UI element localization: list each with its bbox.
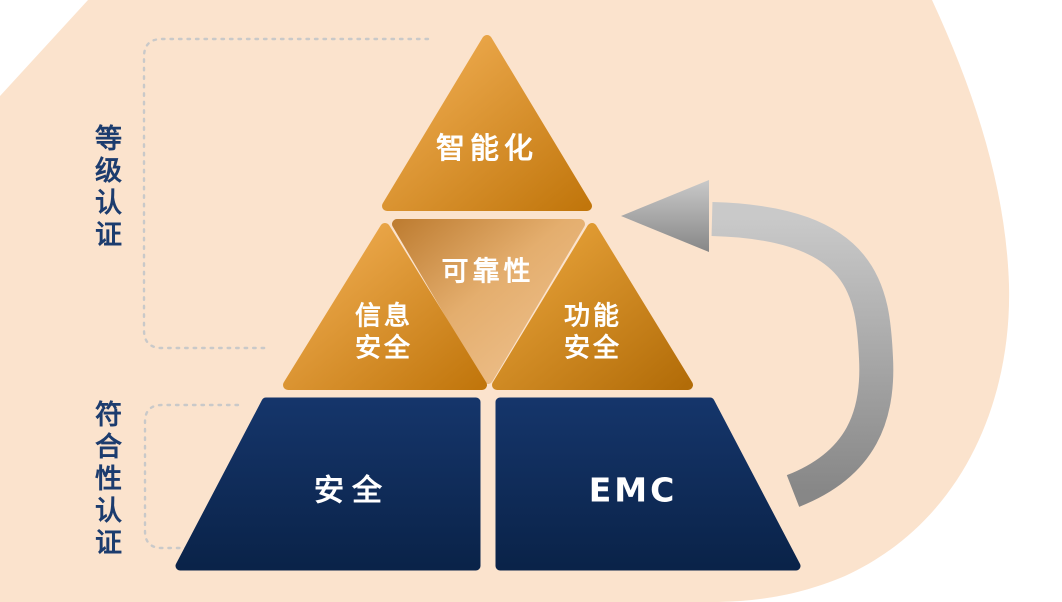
triangle-intelligence	[382, 35, 592, 211]
label-information-security-line1: 信息	[355, 301, 413, 332]
level-certification-bracket	[142, 37, 430, 350]
curved-arrow-icon	[621, 180, 894, 507]
triangle-reliability	[392, 219, 585, 384]
compliance-certification-bracket	[143, 403, 240, 550]
pyramid-labels: 智能化 可靠性 信息 安全 功能 安全 安全 EMC	[314, 131, 678, 510]
triangle-functional-safety	[492, 223, 693, 390]
pyramid-shapes	[175, 35, 801, 571]
label-functional-safety-line1: 功能	[564, 301, 622, 332]
label-information-security-line2: 安全	[355, 333, 413, 364]
label-level-certification: 等级认证	[90, 124, 121, 252]
triangle-information-security	[283, 223, 487, 390]
label-emc: EMC	[589, 471, 678, 510]
label-safety: 安全	[314, 474, 390, 509]
trapezoid-safety	[175, 397, 481, 571]
label-compliance-certification: 符合性认证	[90, 400, 121, 560]
label-functional-safety-line2: 安全	[564, 333, 622, 364]
trapezoid-emc	[495, 397, 801, 571]
label-reliability: 可靠性	[442, 257, 535, 288]
label-intelligence: 智能化	[436, 131, 538, 165]
